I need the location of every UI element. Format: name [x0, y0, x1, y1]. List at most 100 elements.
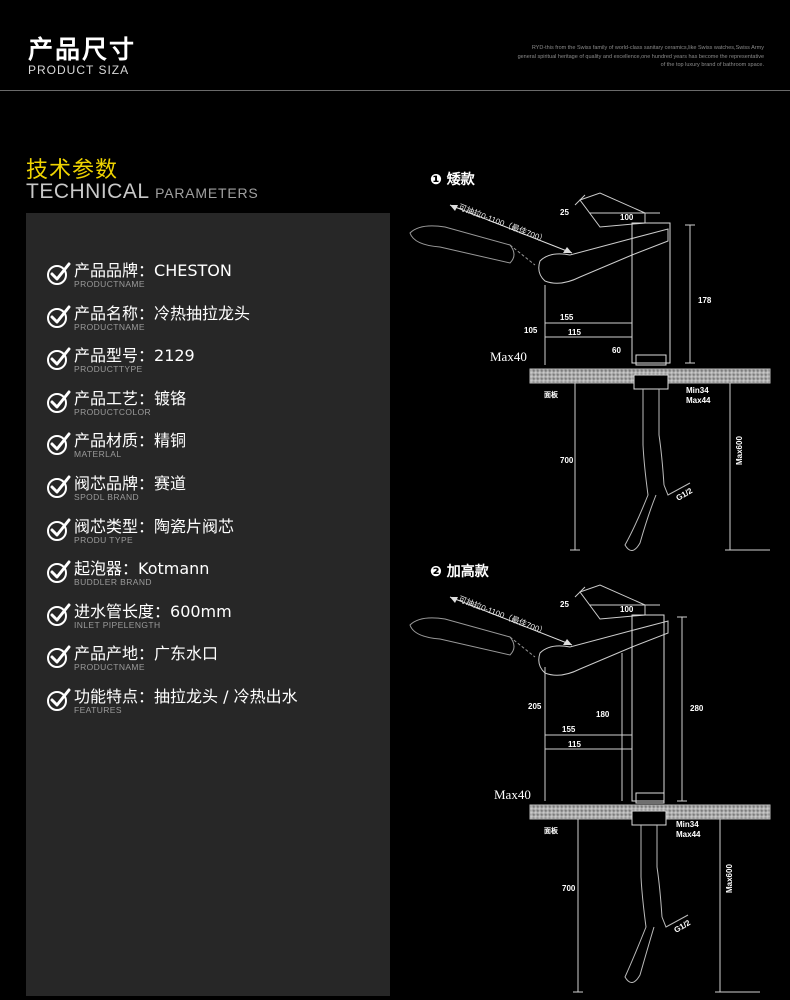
- checkmark-circle-icon: [47, 390, 71, 413]
- checkmark-circle-icon: [47, 432, 71, 456]
- param-value: 600mm: [170, 601, 232, 621]
- param-value: CHESTON: [154, 261, 232, 280]
- param-label-cn: 产品材质：精铜: [74, 427, 186, 451]
- param-label-en: MATERLAL: [74, 449, 122, 460]
- tech-title-cn: 技术参数: [26, 158, 119, 183]
- high-dim-280: 280: [690, 704, 704, 713]
- low-dim-60: 60: [612, 346, 621, 355]
- high-dim-115: 115: [568, 740, 581, 749]
- tech-title-en-small: PARAMETERS: [155, 185, 259, 201]
- param-label: 产品型号：: [74, 346, 155, 366]
- low-max40: Max40: [490, 349, 527, 364]
- low-pull-range: 可抽拉0-1100（最佳700）: [457, 202, 548, 245]
- param-label-cn: 阀芯类型：陶瓷片阀芯: [74, 513, 234, 537]
- param-label-cn: 产品工艺：镀铬: [74, 385, 186, 409]
- high-version-label: ❷ 加高款: [430, 564, 489, 580]
- low-g12: G1/2: [675, 486, 695, 503]
- checkmark-circle-icon: [47, 262, 71, 285]
- tech-title-en-big: TECHNICAL: [26, 180, 149, 203]
- param-label-cn: 起泡器：Kotmann: [74, 555, 209, 579]
- param-value: 抽拉龙头 / 冷热出水: [154, 687, 298, 706]
- param-label: 起泡器：: [74, 559, 139, 579]
- checkmark-circle-icon: [47, 560, 71, 584]
- param-label-cn: 功能特点：抽拉龙头 / 冷热出水: [74, 683, 298, 707]
- param-label-cn: 产品名称：冷热抽拉龙头: [74, 300, 250, 324]
- low-dim-25: 25: [560, 208, 569, 217]
- param-label: 产品品牌：: [74, 261, 155, 280]
- param-label-en: PRODUCTCOLOR: [74, 406, 152, 417]
- checkmark-circle-icon: [47, 305, 71, 328]
- param-label-en: FEATURES: [74, 705, 122, 715]
- page-title: 产品尺寸: [28, 35, 137, 64]
- high-max44: Max44: [676, 830, 701, 839]
- low-dim-178: 178: [698, 296, 712, 305]
- high-max600: Max600: [725, 864, 734, 893]
- param-label: 进水管长度：: [74, 601, 171, 621]
- param-label: 阀芯类型：: [74, 516, 155, 536]
- high-counter-label: 面板: [544, 826, 559, 835]
- param-label-cn: 产品型号：2129: [74, 342, 195, 366]
- low-dim-155: 155: [560, 313, 574, 322]
- high-pull-range: 可抽拉0-1100（最佳700）: [457, 594, 548, 637]
- param-label: 产品工艺：: [74, 388, 155, 408]
- low-max600: Max600: [735, 436, 744, 465]
- brand-blurb: RYD-this from the Swiss family of world-…: [517, 45, 764, 68]
- dimension-diagrams: ❶ 矮款 ❷ 加高款 可抽拉0-1100（最佳700）: [400, 165, 790, 996]
- param-label: 产品产地：: [74, 644, 155, 664]
- low-max44: Max44: [686, 396, 711, 405]
- param-label-en: PRODUCTNAME: [74, 321, 145, 332]
- checkmark-circle-icon: [47, 645, 71, 669]
- param-label-en: PRODU TYPE: [74, 534, 134, 545]
- checkmark-circle-icon: [47, 688, 71, 711]
- param-value: 赛道: [154, 474, 187, 493]
- param-label-en: SPODL BRAND: [74, 492, 140, 502]
- param-label-en: PRODUCTNAME: [74, 662, 145, 673]
- page-subtitle: PRODUCT SIZA: [28, 63, 130, 77]
- param-label-en: BUDDLER BRAND: [74, 577, 152, 588]
- param-value: 2129: [154, 346, 195, 366]
- param-label-cn: 产品品牌：CHESTON: [74, 257, 232, 281]
- param-value: 冷热抽拉龙头: [154, 303, 251, 323]
- param-label-cn: 阀芯品牌：赛道: [74, 470, 186, 494]
- param-value: 精铜: [154, 431, 187, 451]
- param-label: 功能特点：: [74, 687, 155, 706]
- header-divider: [0, 90, 790, 91]
- param-label-en: PRODUCTNAME: [74, 279, 145, 289]
- high-dim-205: 205: [528, 702, 542, 711]
- tech-title-en: TECHNICAL PARAMETERS: [26, 180, 259, 204]
- checkmark-circle-icon: [47, 347, 71, 371]
- low-dim-115: 115: [568, 328, 581, 337]
- low-version-label: ❶ 矮款: [430, 172, 475, 188]
- param-label: 产品名称：: [74, 303, 155, 323]
- param-label-en: INLET PIPELENGTH: [74, 619, 161, 630]
- faucet-dimension-drawing: 可抽拉0-1100（最佳700） 100 25 178 155 115 10: [409, 192, 771, 993]
- high-dim-100: 100: [620, 605, 634, 614]
- param-value: Kotmann: [138, 559, 210, 579]
- high-dim-700: 700: [562, 884, 576, 893]
- param-label-en: PRODUCTTYPE: [74, 364, 143, 375]
- checkmark-circle-icon: [47, 518, 71, 541]
- param-label: 产品材质：: [74, 431, 155, 451]
- param-label: 阀芯品牌：: [74, 474, 155, 493]
- low-dim-105: 105: [524, 326, 538, 335]
- param-label-cn: 进水管长度：600mm: [74, 598, 232, 622]
- checkmark-circle-icon: [47, 603, 71, 626]
- low-version-drawing: 可抽拉0-1100（最佳700） 100 25 178 155 115 10: [409, 192, 771, 551]
- low-dim-700: 700: [560, 456, 574, 465]
- high-dim-25: 25: [560, 600, 569, 609]
- param-label-cn: 产品产地：广东水口: [74, 640, 218, 664]
- high-version-drawing: 可抽拉0-1100（最佳700） 100 25 280 205 180 155 …: [409, 584, 771, 993]
- high-dim-180: 180: [596, 710, 610, 719]
